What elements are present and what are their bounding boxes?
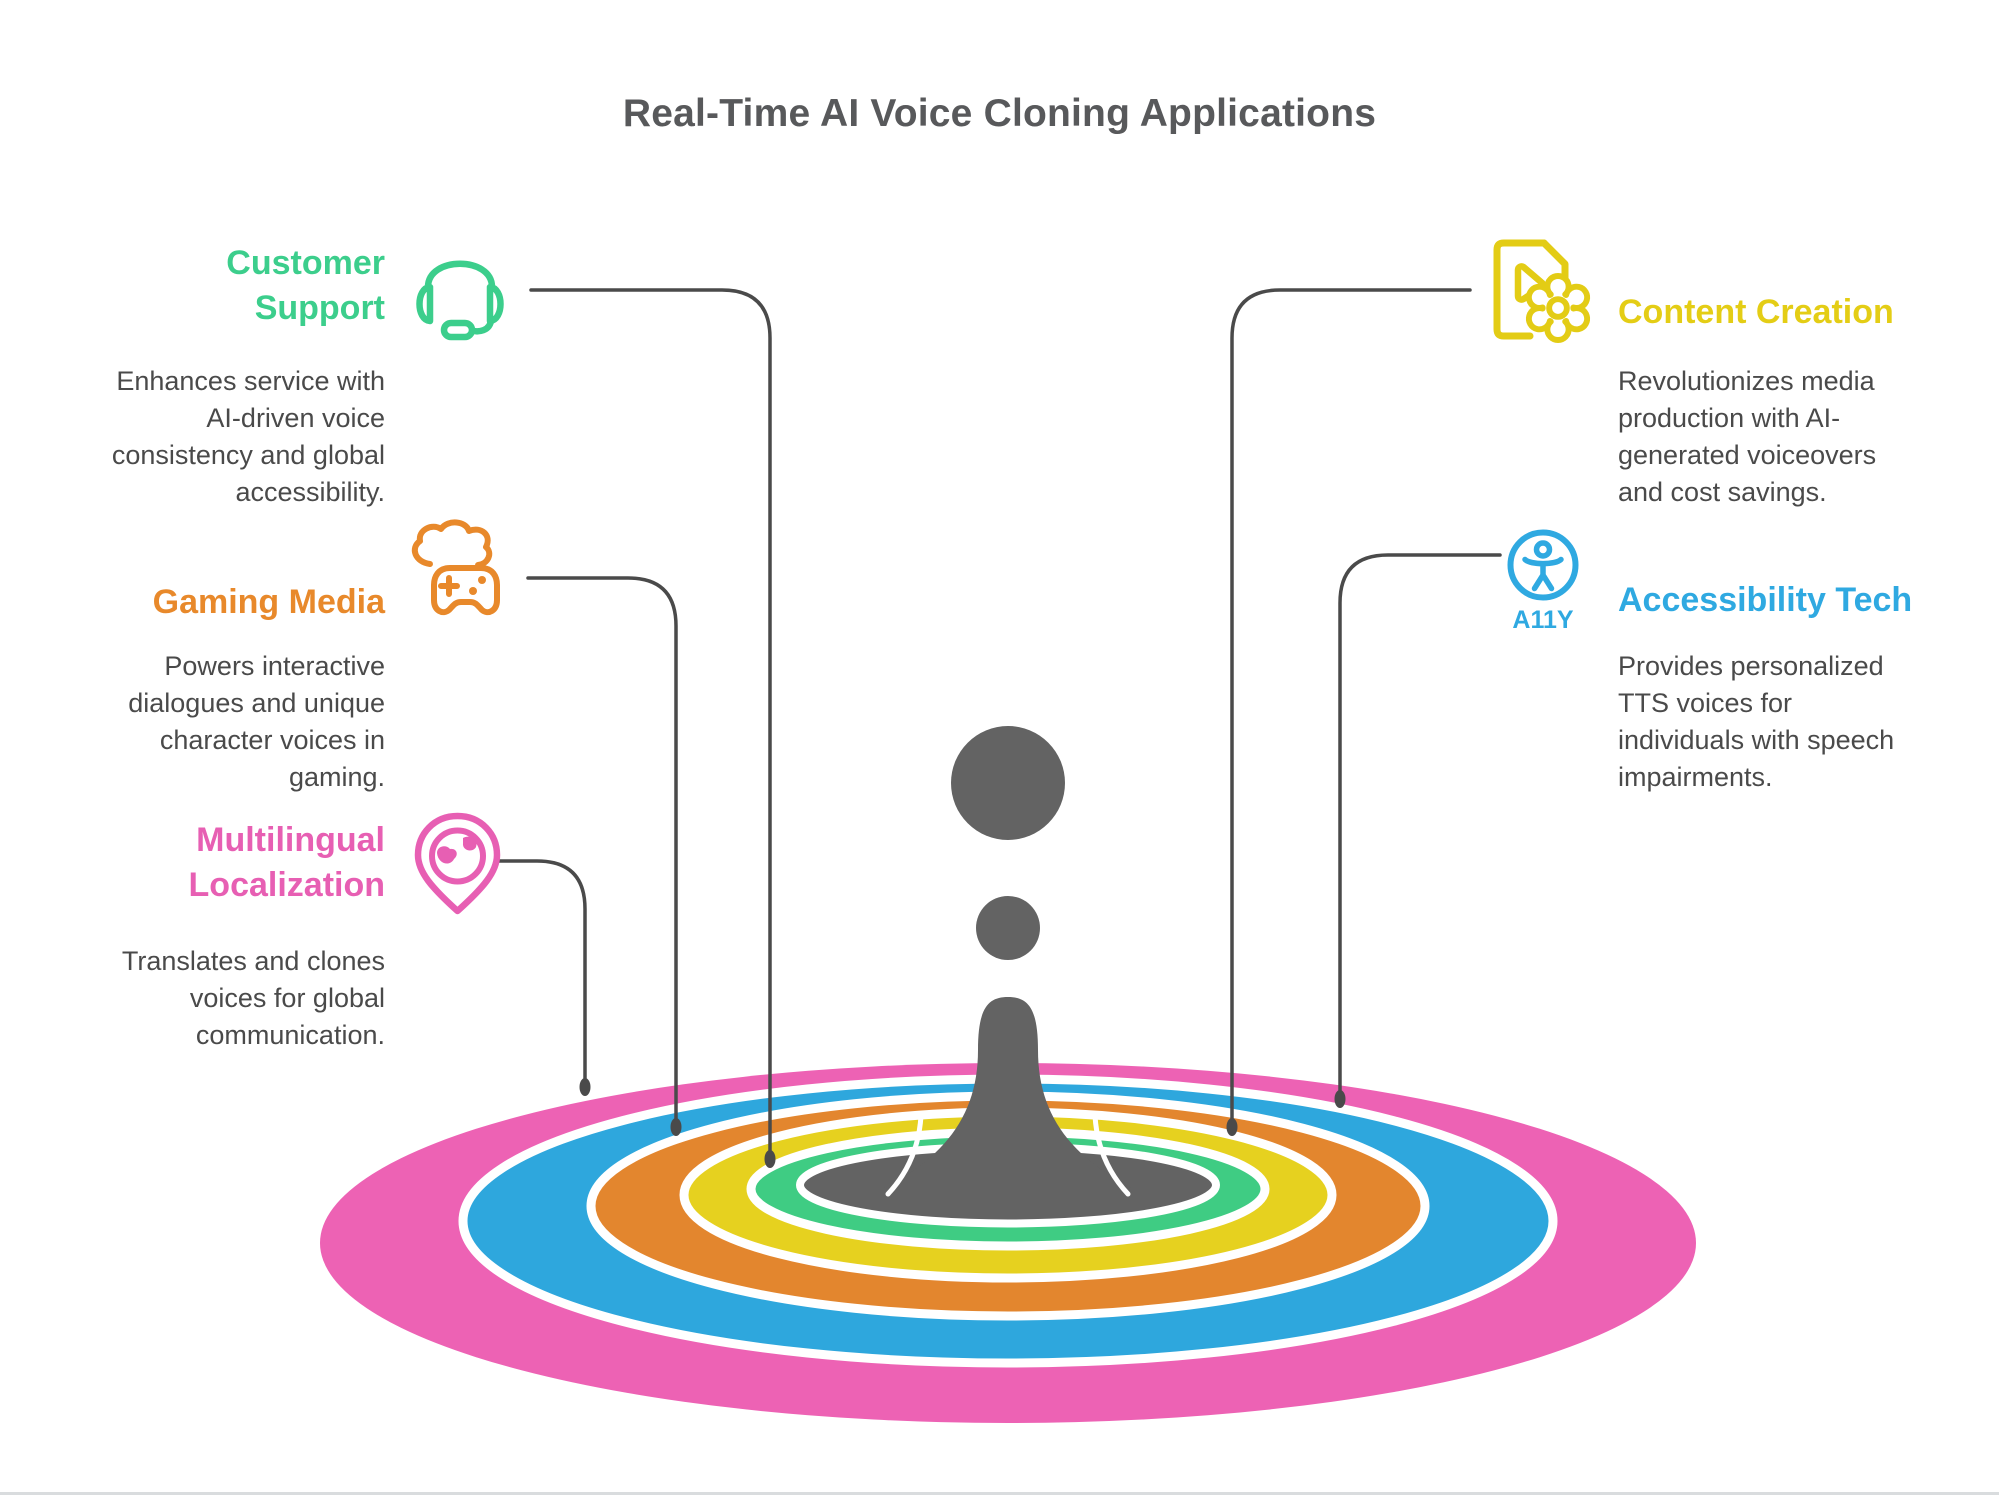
text-line: voices for global xyxy=(189,983,385,1013)
text-line: AI-driven voice xyxy=(206,403,385,433)
text-line: communication. xyxy=(195,1020,385,1050)
section-accessibility-tech: Accessibility Tech Provides personalized… xyxy=(1618,578,1968,796)
title-line: Customer xyxy=(226,244,385,282)
section-title: Multilingual Localization xyxy=(38,818,385,908)
connector-multilingual xyxy=(495,859,587,1080)
text-line: Translates and clones xyxy=(121,946,385,976)
cloud-gaming-icon xyxy=(411,519,500,616)
text-line: impairments. xyxy=(1618,762,1773,792)
text-line: Revolutionizes media xyxy=(1618,366,1875,396)
connector-customer-support xyxy=(529,288,772,1152)
section-title: Accessibility Tech xyxy=(1618,578,1968,623)
splash-curl-right xyxy=(1092,1113,1131,1197)
a11y-icon-label: A11Y xyxy=(1512,606,1573,634)
title-line: Localization xyxy=(188,866,385,904)
document-media-gear-icon xyxy=(1493,239,1591,343)
splash-curl-left xyxy=(885,1113,924,1197)
title-line: Accessibility Tech xyxy=(1618,581,1913,619)
title-line: Multilingual xyxy=(196,821,385,859)
text-line: individuals with speech xyxy=(1618,725,1895,755)
text-line: Enhances service with xyxy=(116,366,385,396)
connector-dot xyxy=(1334,1090,1346,1108)
section-content-creation: Content Creation Revolutionizes media pr… xyxy=(1618,290,1968,511)
title-line: Content Creation xyxy=(1618,293,1894,331)
text-line: dialogues and unique xyxy=(128,688,385,718)
section-description: Revolutionizes media production with AI-… xyxy=(1618,363,1968,511)
splash-column xyxy=(884,997,1132,1191)
title-line: Gaming Media xyxy=(152,583,385,621)
connector-lines xyxy=(495,288,1502,1152)
connector-dot xyxy=(670,1118,682,1136)
connector-accessibility xyxy=(1338,553,1502,1092)
section-title: Customer Support xyxy=(38,241,385,331)
text-line: TTS voices for xyxy=(1618,688,1793,718)
section-multilingual-localization: Multilingual Localization Translates and… xyxy=(38,818,385,1054)
connector-dot xyxy=(579,1078,591,1096)
text-line: gaming. xyxy=(288,762,385,792)
globe-pin-icon xyxy=(414,812,501,915)
section-title: Gaming Media xyxy=(38,580,385,625)
section-description: Powers interactive dialogues and unique … xyxy=(38,648,385,796)
text-line: and cost savings. xyxy=(1618,477,1827,507)
water-splash xyxy=(884,726,1132,1197)
connector-dots xyxy=(579,1078,1346,1168)
text-line: production with AI- xyxy=(1618,403,1841,433)
text-line: accessibility. xyxy=(235,477,385,507)
connector-dot xyxy=(764,1150,776,1168)
text-line: character voices in xyxy=(159,725,385,755)
page-title: Real-Time AI Voice Cloning Applications xyxy=(622,92,1377,135)
text-line: Provides personalized xyxy=(1618,651,1884,681)
section-description: Translates and clones voices for global … xyxy=(38,943,385,1054)
headset-icon xyxy=(416,260,504,341)
connector-content-creation xyxy=(1230,288,1472,1120)
a11y-icon: A11Y xyxy=(1507,529,1579,634)
connector-gaming-media xyxy=(526,576,678,1120)
text-line: Powers interactive xyxy=(164,651,385,681)
droplet-small xyxy=(976,896,1040,960)
section-title: Content Creation xyxy=(1618,290,1968,335)
text-line: consistency and global xyxy=(111,440,385,470)
section-description: Provides personalized TTS voices for ind… xyxy=(1618,648,1968,796)
connector-dot xyxy=(1226,1118,1238,1136)
title-line: Support xyxy=(254,289,385,327)
section-description: Enhances service with AI-driven voice co… xyxy=(38,363,385,511)
text-line: generated voiceovers xyxy=(1618,440,1877,470)
section-customer-support: Customer Support Enhances service with A… xyxy=(38,241,385,511)
section-gaming-media: Gaming Media Powers interactive dialogue… xyxy=(38,580,385,796)
droplet-large xyxy=(951,726,1065,840)
screenshot-bottom-edge xyxy=(0,1492,1999,1495)
